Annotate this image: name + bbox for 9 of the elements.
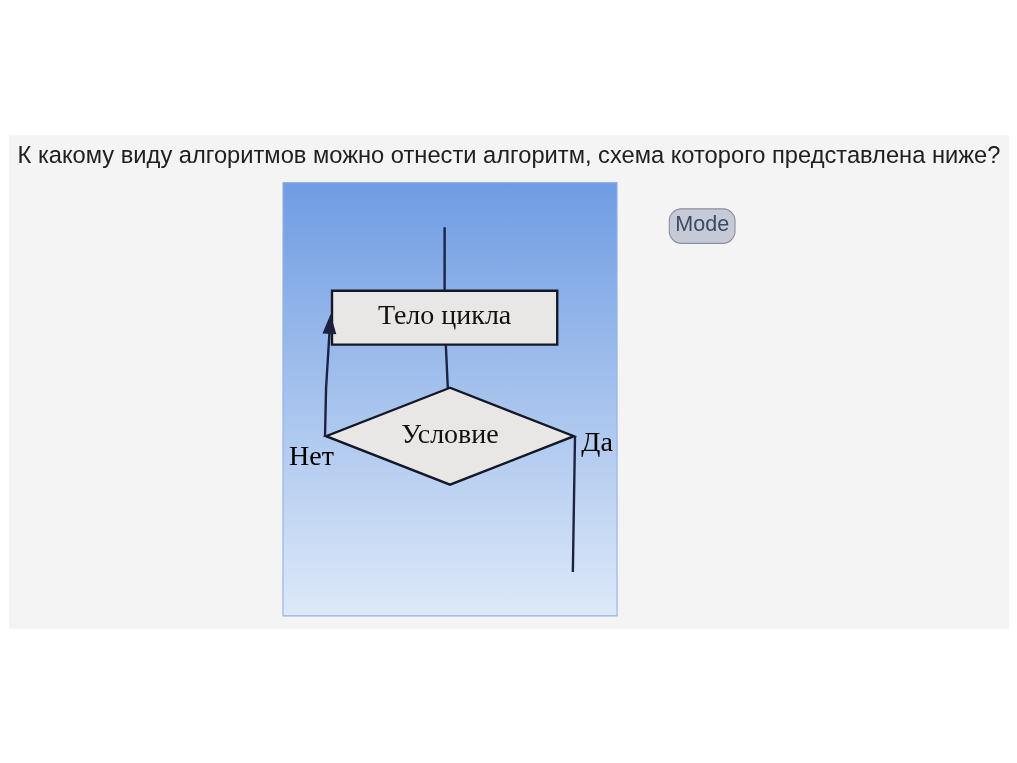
arrow [321, 313, 336, 436]
edge-label: Да [580, 425, 613, 457]
connector [442, 226, 446, 290]
cluster [281, 181, 618, 616]
label: Mode [674, 210, 729, 236]
connector [444, 344, 449, 389]
node-box: Тело цикла [330, 289, 558, 346]
connector [571, 435, 576, 572]
diagram-title: К какому виду алгоритмов можно отнести алгоритм, схема которого представлена ниже? [17, 141, 1000, 168]
